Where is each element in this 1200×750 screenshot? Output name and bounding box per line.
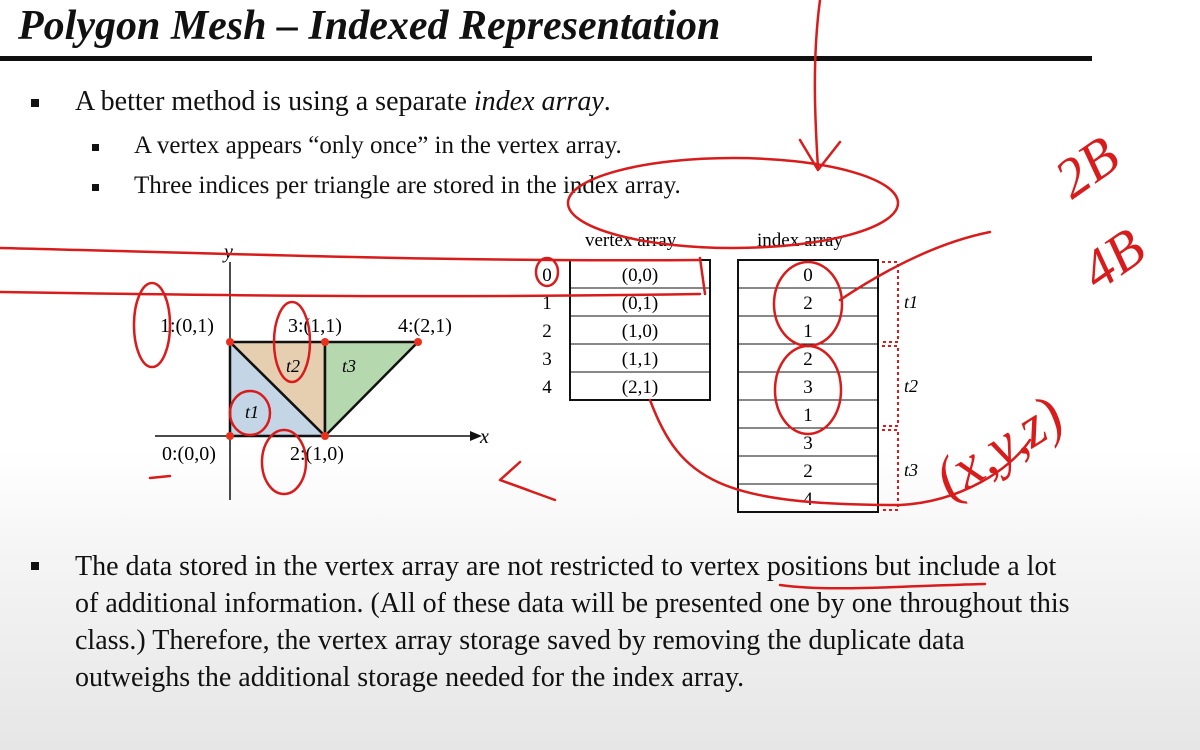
index-array-rows xyxy=(738,287,878,485)
vertex-point xyxy=(226,432,234,440)
bullet-index-array: A better method is using a separate inde… xyxy=(31,86,611,118)
ink-line-to-index xyxy=(838,230,992,302)
index-triangle-label-t2: t2 xyxy=(904,376,918,396)
ink-curve-to-index xyxy=(648,398,1032,507)
vertex-array-indices: 0 1 2 3 4 xyxy=(542,265,552,398)
bracket-t3 xyxy=(882,429,899,511)
vertex-index: 0 xyxy=(542,265,552,286)
bracket-t1 xyxy=(882,261,899,343)
ink-circle-vertex-label xyxy=(566,156,900,250)
bullet-text: A better method is using a separate xyxy=(75,86,474,117)
ink-circle-index-zero xyxy=(534,256,560,288)
ink-box-right xyxy=(698,256,707,296)
page-title: Polygon Mesh – Indexed Representation xyxy=(18,3,721,49)
sub-bullet-text: A vertex appears “only once” in the vert… xyxy=(134,132,622,159)
vertex-index: 3 xyxy=(542,349,552,370)
ink-circle-point-1 xyxy=(132,281,172,369)
index-entry: 2 xyxy=(803,293,813,314)
bullet-suffix: . xyxy=(603,86,611,117)
vertex-point xyxy=(226,338,234,346)
sub-bullet-three-indices: Three indices per triangle are stored in… xyxy=(92,172,681,200)
triangle-label-t2: t2 xyxy=(286,356,300,376)
bracket-t2 xyxy=(882,345,899,427)
handwritten-text: 2B 4B (x,y,z) xyxy=(922,124,1156,511)
vertex-index: 4 xyxy=(542,377,552,398)
vertex-point xyxy=(414,338,422,346)
bullet-marker xyxy=(31,562,39,570)
index-entry: 1 xyxy=(803,405,813,426)
sub-bullet-only-once: A vertex appears “only once” in the vert… xyxy=(92,132,622,160)
vertex-index: 2 xyxy=(542,321,552,342)
ink-underline-positions xyxy=(778,582,987,590)
index-array-entries: 0 2 1 2 3 1 3 2 4 xyxy=(803,265,813,510)
ink-circle-t1 xyxy=(228,389,272,437)
vertex-entry: (1,0) xyxy=(622,321,658,342)
vertex-entry: (0,0) xyxy=(622,265,658,286)
index-entry: 2 xyxy=(803,349,813,370)
triangle-label-t1: t1 xyxy=(245,402,259,422)
vertex-entry: (0,1) xyxy=(622,293,658,314)
index-triangle-label-t1: t1 xyxy=(904,292,918,312)
vertex-array-table xyxy=(569,259,711,401)
index-entry: 3 xyxy=(803,433,813,454)
vertex-point xyxy=(321,338,329,346)
index-entry: 3 xyxy=(803,377,813,398)
vertex-point xyxy=(321,432,329,440)
paragraph-vertex-data: The data stored in the vertex array are … xyxy=(31,548,1085,696)
bullet-marker xyxy=(92,184,99,191)
y-axis-label: y xyxy=(222,241,233,263)
handwritten-annotations xyxy=(0,0,1032,590)
x-axis-arrowhead xyxy=(470,431,482,441)
index-array-table xyxy=(737,259,879,513)
bullet-marker xyxy=(31,99,39,107)
ink-label-2b: 2B xyxy=(1044,124,1131,210)
triangle-label-t3: t3 xyxy=(342,356,356,376)
point-label-3: 3:(1,1) xyxy=(288,315,342,337)
vertex-points xyxy=(226,338,422,440)
vertex-array-label: vertex array xyxy=(585,230,677,251)
ink-long-line-bottom xyxy=(0,290,702,298)
ink-label-xyz: (x,y,z) xyxy=(922,383,1074,512)
vertex-index: 1 xyxy=(542,293,552,314)
bullet-emphasis: index array xyxy=(473,86,604,117)
ink-long-line-top xyxy=(0,246,702,262)
x-axis-label: x xyxy=(479,426,489,448)
point-label-4: 4:(2,1) xyxy=(398,315,452,337)
bullet-marker xyxy=(92,144,99,151)
point-label-0: 0:(0,0) xyxy=(162,443,216,465)
triangle-t3 xyxy=(323,340,421,440)
index-triangle-label-t3: t3 xyxy=(904,460,918,480)
index-entry: 0 xyxy=(803,265,813,286)
ink-circle-idx-t2 xyxy=(773,344,843,436)
vertex-array-rows xyxy=(570,287,710,373)
index-triangle-brackets xyxy=(882,261,899,511)
ink-down-arrow xyxy=(798,0,842,172)
point-label-1: 1:(0,1) xyxy=(160,315,214,337)
index-entry: 1 xyxy=(803,321,813,342)
ink-left-arrow xyxy=(498,460,557,502)
paragraph-text: The data stored in the vertex array are … xyxy=(75,551,1070,693)
point-label-2: 2:(1,0) xyxy=(290,443,344,465)
index-entry: 4 xyxy=(803,489,813,510)
sub-bullet-text: Three indices per triangle are stored in… xyxy=(134,172,681,199)
vertex-array-entries: (0,0) (0,1) (1,0) (1,1) (2,1) xyxy=(622,265,658,398)
vertex-entry: (1,1) xyxy=(622,349,658,370)
ink-circle-point-2 xyxy=(260,428,308,496)
title-rule xyxy=(0,56,1092,61)
ink-label-4b: 4B xyxy=(1070,216,1157,302)
ink-check-tick xyxy=(148,474,172,480)
ink-circle-point-3 xyxy=(272,300,312,384)
index-entry: 2 xyxy=(803,461,813,482)
vertex-entry: (2,1) xyxy=(622,377,658,398)
